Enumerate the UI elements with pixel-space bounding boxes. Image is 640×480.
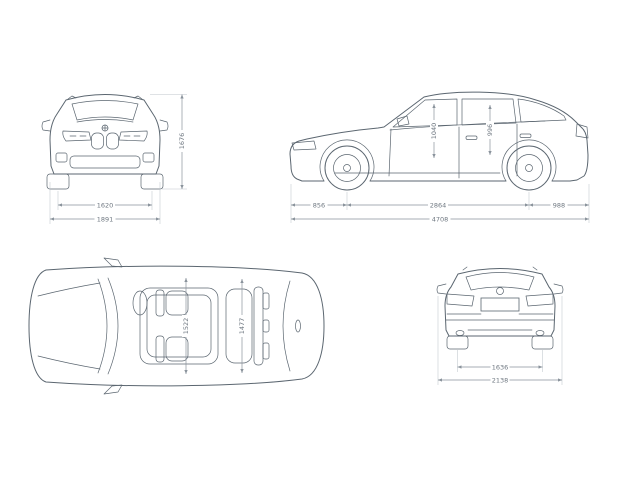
- front-fog-left: [55, 152, 68, 163]
- top-bench-cushion: [225, 288, 253, 364]
- rear-taillights: [446, 293, 554, 307]
- dim-overall-height-label: 1676: [178, 133, 186, 150]
- rear-exhaust-right: [535, 330, 545, 336]
- side-front-tire: [324, 145, 370, 191]
- side-body-outline: [289, 91, 589, 182]
- dim-rear-overhang-label: 988: [553, 202, 565, 210]
- rear-tire-right: [531, 335, 554, 350]
- side-front-overhang-label-bg: [310, 201, 328, 209]
- front-body-outline: [49, 94, 161, 175]
- front-headlights: [62, 130, 148, 142]
- top-headrest-left: [262, 292, 270, 310]
- front-fog-right: [142, 152, 155, 163]
- side-windows: [392, 98, 567, 128]
- top-body-outline: [28, 265, 325, 387]
- side-front-hub: [343, 164, 351, 172]
- side-rear-rim: [515, 154, 543, 182]
- side-headroom-front-label-bg: [430, 120, 438, 142]
- front-kidney-grille-left: [91, 132, 104, 150]
- top-view: 1522 1477: [28, 257, 325, 395]
- rear-exhaust-left: [455, 330, 465, 336]
- top-seat-driver-cushion: [165, 290, 189, 316]
- front-width-label-bg: [94, 215, 116, 223]
- side-headlight: [291, 140, 317, 151]
- front-roof-rails: [67, 95, 143, 100]
- top-shoulder-rear-label-bg: [238, 315, 246, 337]
- side-wheel-arches: [319, 139, 557, 182]
- front-tire-left: [46, 173, 70, 190]
- front-lower-intake: [69, 155, 141, 169]
- top-hood-creases: [37, 282, 101, 370]
- rear-view: 1636 2138: [436, 266, 564, 385]
- side-door-handle-front: [465, 135, 478, 140]
- front-roundel-cross: [101, 124, 109, 132]
- side-rear-overhang-label-bg: [550, 201, 568, 209]
- side-length-label-bg: [429, 215, 451, 223]
- top-rear-bench: [225, 286, 270, 366]
- side-rear-hub: [525, 164, 533, 172]
- dim-shoulder-rear-label: 1477: [238, 318, 246, 335]
- side-taillight: [575, 123, 589, 139]
- top-seat-passenger-back: [155, 335, 165, 363]
- side-view: 1040 996 856 2864 988 4708: [289, 91, 590, 224]
- dim-shoulder-front-label: 1522: [182, 318, 190, 335]
- rear-body-outline: [444, 268, 556, 337]
- top-front-seats: [155, 289, 189, 363]
- side-door-lines: [388, 123, 518, 179]
- side-rear-tire: [506, 145, 552, 191]
- front-track-label-bg: [95, 201, 115, 209]
- side-front-rim: [333, 154, 361, 182]
- front-extension-lines: [49, 94, 187, 224]
- top-shoulder-front-label-bg: [182, 315, 190, 337]
- rear-window: [465, 272, 535, 291]
- side-wheelbase-label-bg: [428, 201, 448, 209]
- rear-width-mirrors-label-bg: [490, 376, 510, 384]
- top-glass-lines: [97, 277, 291, 375]
- rear-license-plate: [480, 297, 520, 312]
- top-headrest-middle: [262, 319, 270, 333]
- top-panoramic-roof-outer: [139, 287, 219, 365]
- rear-track-label-bg: [490, 363, 510, 371]
- side-mirror: [396, 115, 410, 127]
- front-windshield: [71, 100, 139, 123]
- dim-rear-track-label: 1636: [492, 364, 509, 372]
- dim-overall-length-label: 4708: [432, 216, 449, 224]
- top-antenna-fin: [295, 319, 301, 333]
- top-steering-wheel: [132, 290, 148, 316]
- top-seat-driver-back: [155, 289, 165, 317]
- rear-tire-left: [446, 335, 469, 350]
- dim-wheelbase-label: 2864: [430, 202, 447, 210]
- top-bench-back: [253, 286, 264, 366]
- side-headroom-rear-label-bg: [486, 121, 494, 139]
- rear-bumper-line: [445, 319, 555, 331]
- side-door-handle-rear: [519, 133, 532, 138]
- top-panoramic-roof-inner: [146, 294, 212, 358]
- side-beltline: [389, 120, 546, 131]
- top-seat-passenger-cushion: [165, 336, 189, 362]
- front-height-label-bg: [177, 130, 187, 152]
- front-kidney-grille-right: [106, 132, 119, 150]
- top-headrest-right: [262, 342, 270, 360]
- dim-headroom-rear-label: 996: [486, 124, 494, 136]
- rear-mirrors: [436, 283, 564, 295]
- front-mirrors: [41, 119, 169, 132]
- rear-roundel-icon: [496, 287, 504, 295]
- dim-overall-width-label: 1891: [97, 216, 114, 224]
- dim-front-overhang-label: 856: [313, 202, 325, 210]
- dim-front-track-label: 1620: [97, 202, 114, 210]
- front-view: 1676 1620 1891: [41, 94, 187, 224]
- rear-roof-rails: [462, 266, 538, 271]
- dim-headroom-front-label: 1040: [430, 123, 438, 140]
- rear-extension-lines: [437, 296, 563, 385]
- top-mirrors: [103, 257, 123, 395]
- front-tire-right: [140, 173, 164, 190]
- dim-width-incl-mirrors-label: 2138: [492, 377, 509, 385]
